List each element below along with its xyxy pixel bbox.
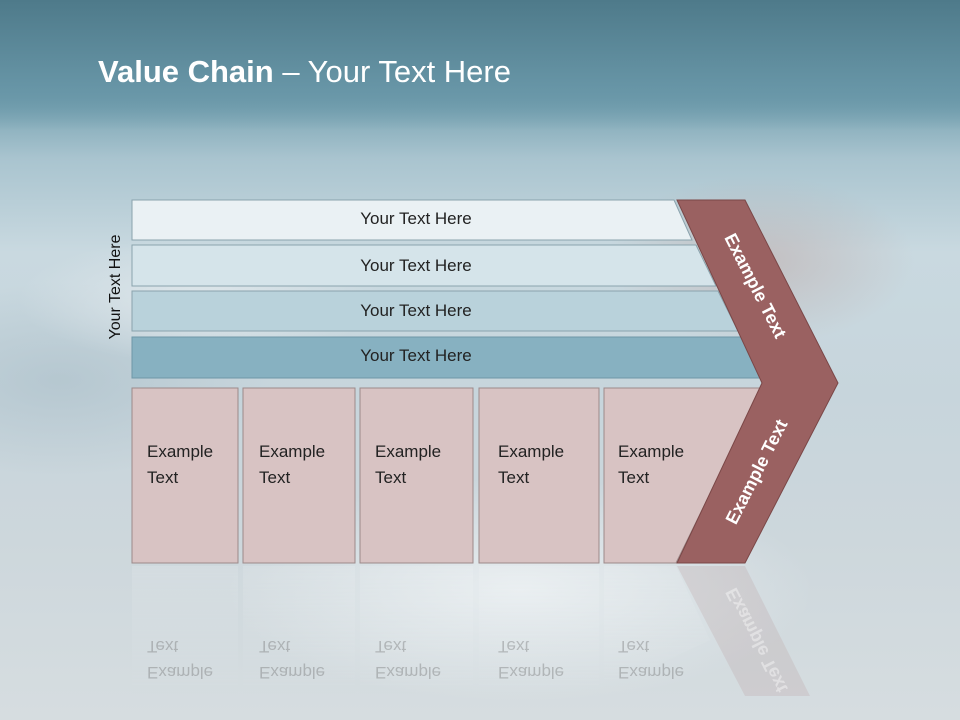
activity-box-2[interactable] [242, 387, 356, 564]
band-4-label: Your Text Here [360, 346, 472, 365]
reflection [132, 566, 810, 696]
activity-box-3[interactable] [359, 387, 474, 564]
activity-5-reflection: Example Text [618, 637, 685, 682]
activity-box-1[interactable] [131, 387, 239, 564]
band-2[interactable] [131, 244, 717, 287]
band-1[interactable] [131, 199, 693, 241]
activity-2-label: Example Text [259, 442, 326, 487]
activity-2-reflection: Example Text [259, 637, 326, 682]
band-3-label: Your Text Here [360, 301, 472, 320]
activity-5-label: Example Text [618, 442, 685, 487]
band-1-label: Your Text Here [360, 209, 472, 228]
slide-title: Value Chain – Your Text Here [98, 54, 511, 90]
activity-box-5[interactable] [603, 387, 763, 564]
title-bold: Value Chain [98, 54, 274, 89]
activity-box-4[interactable] [478, 387, 600, 564]
band-2-label: Your Text Here [360, 256, 472, 275]
title-rest: – Your Text Here [273, 54, 511, 89]
title-bar [0, 0, 960, 130]
activity-4-label: Example Text [498, 442, 565, 487]
margin-chevron[interactable] [676, 199, 839, 564]
activity-1-label: Example Text [147, 442, 214, 487]
activity-3-label: Example Text [375, 442, 442, 487]
activity-4-reflection: Example Text [498, 637, 565, 682]
activity-1-reflection: Example Text [147, 637, 214, 682]
activity-3-reflection: Example Text [375, 637, 442, 682]
